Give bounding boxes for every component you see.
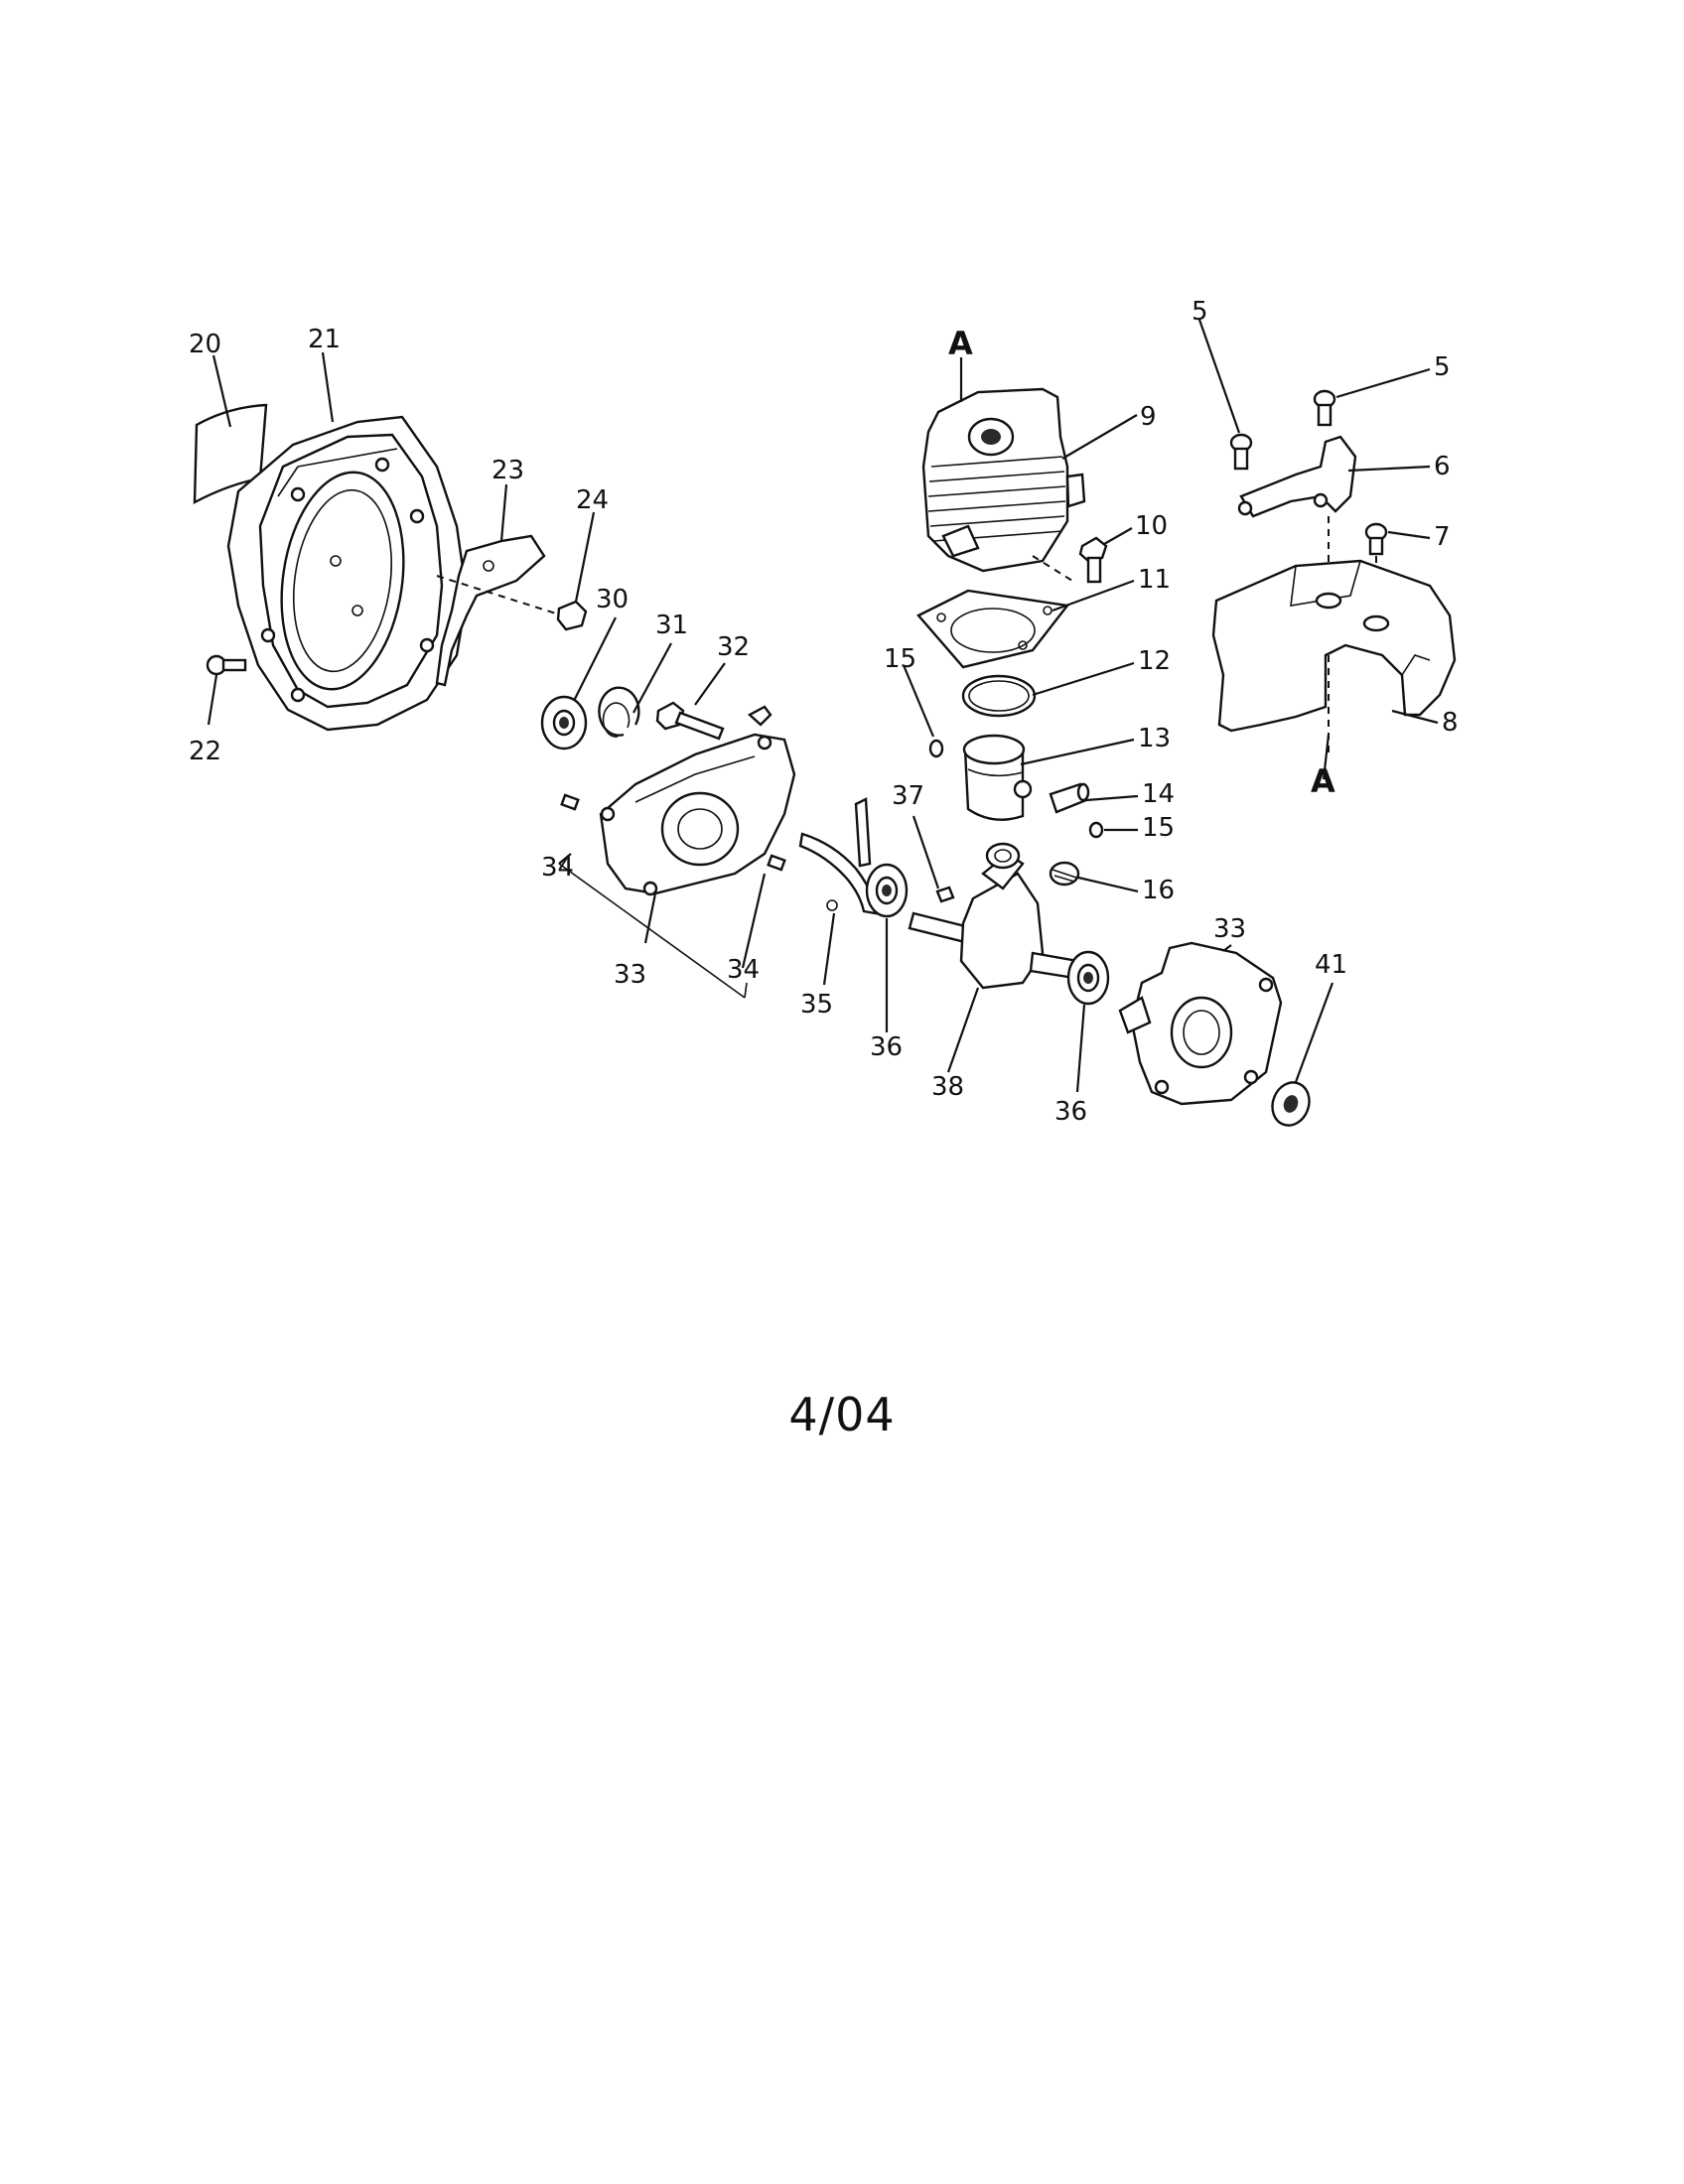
callout-32: 32 [717,632,750,662]
callout-24: 24 [576,485,609,515]
callout-30: 30 [596,585,629,614]
part-22-screw [206,654,247,676]
part-38-crankshaft [908,842,1079,990]
callout-16: 16 [1142,876,1175,905]
callout-31: 31 [655,611,688,640]
callout-10: 10 [1135,511,1168,541]
leader-lines [207,319,1439,1093]
callout-5-right: 5 [1434,352,1451,382]
callout-A-bottom: A [1311,762,1335,800]
part-10-bolt [1078,536,1108,584]
callout-41: 41 [1315,950,1347,980]
part-16-needle-bearing [1049,861,1080,887]
part-37-key [935,886,955,903]
part-15-clip-left [928,739,944,758]
callout-36-left: 36 [870,1032,903,1062]
callout-6: 6 [1434,452,1451,481]
part-34-dowel-pins [558,793,786,999]
callout-36-right: 36 [1054,1097,1087,1127]
part-15-clip-right [1088,821,1104,839]
part-32-bolt [655,701,725,741]
callout-14: 14 [1142,779,1175,809]
revision-date: 4/04 [788,1388,896,1441]
part-23-bracket [435,534,546,687]
part-6-bracket [1237,435,1357,596]
part-31-snap-ring [598,686,640,738]
callout-21: 21 [308,325,341,354]
callout-37: 37 [892,781,924,811]
callout-13: 13 [1138,724,1171,753]
callout-7: 7 [1434,522,1451,552]
callout-8: 8 [1442,708,1459,738]
callout-A-top: A [948,325,973,362]
part-36-bearing-left [865,863,909,918]
callout-22: 22 [189,737,221,766]
callout-20: 20 [189,330,221,359]
part-30-bearing [540,695,588,751]
part-21-fan-housing [226,415,469,732]
part-35-gasket [798,797,878,915]
part-14-piston-pin [1049,782,1090,814]
part-36-bearing-right [1066,950,1110,1006]
callout-labels: 20 21 23 24 22 30 31 32 A 9 10 11 12 13 … [189,297,1459,1127]
part-5-screw-right [1313,389,1336,427]
callout-38: 38 [931,1072,964,1102]
part-8-cylinder-cover [1211,559,1457,754]
callout-34-right: 34 [727,955,760,985]
part-13-piston [962,734,1033,821]
part-33-crankcase-left [599,705,796,896]
callout-5-left: 5 [1192,297,1208,327]
callout-15-right: 15 [1142,813,1175,843]
part-5-screw-left [1229,433,1253,471]
part-33-crankcase-right [1118,941,1283,1106]
callout-33-right: 33 [1213,914,1246,944]
part-9-cylinder [921,387,1086,582]
callout-23: 23 [491,456,524,485]
callout-15-left: 15 [884,644,916,674]
callout-33-left: 33 [614,960,646,990]
part-41-seal [1271,1081,1311,1127]
callout-12: 12 [1138,646,1171,676]
part-12-piston-ring [961,674,1037,718]
callout-35: 35 [800,990,833,1020]
part-11-gasket [916,589,1070,669]
callout-11: 11 [1138,565,1171,595]
callout-9: 9 [1140,402,1157,432]
callout-34-left: 34 [541,853,574,883]
